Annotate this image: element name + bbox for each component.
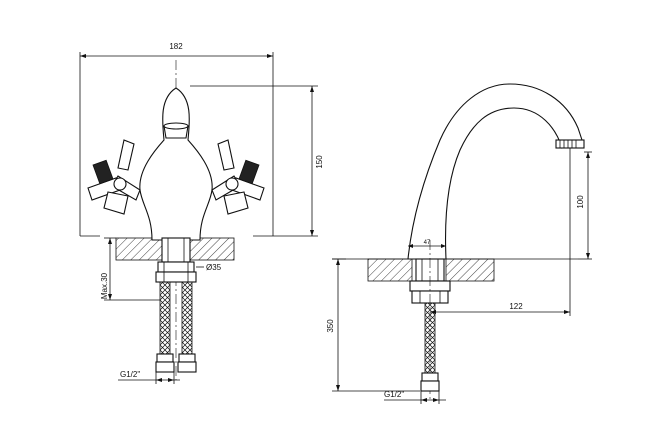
- side-counter: [332, 258, 578, 282]
- reach-dimension: 122: [430, 148, 571, 316]
- base-dimension: 47: [408, 240, 446, 248]
- spout-height-label: 100: [576, 195, 585, 209]
- front-faucet-body: [139, 87, 213, 263]
- right-cross-handle: [211, 139, 265, 215]
- spout-height-dimension: 100: [576, 151, 592, 260]
- side-thread-label: G1/2": [384, 390, 404, 399]
- front-thread-label: G1/2": [120, 370, 140, 379]
- width-dimension: 182: [79, 42, 274, 60]
- height-dimension: 150: [190, 85, 324, 237]
- side-thread-dimension: G1/2": [384, 390, 446, 404]
- reach-label: 122: [509, 302, 523, 311]
- front-thread-dimension: G1/2": [118, 370, 180, 384]
- front-supply-hoses: [155, 281, 197, 373]
- diameter-dimension: Ø35: [196, 263, 222, 272]
- side-spout: [407, 83, 585, 260]
- front-mounting-nut: [155, 261, 197, 283]
- left-cross-handle: [87, 139, 141, 215]
- max-thickness-label: Max.30: [100, 272, 109, 299]
- side-mounting-nut: [409, 240, 451, 400]
- max-thickness-dimension: Max.30: [100, 237, 160, 301]
- width-label: 182: [169, 42, 183, 51]
- base-label: 47: [424, 240, 431, 246]
- height-label: 150: [315, 155, 324, 169]
- front-view: 182 150: [79, 42, 324, 384]
- diameter-label: Ø35: [206, 263, 222, 272]
- total-height-dimension: 350: [326, 258, 420, 392]
- side-supply-hose: [420, 302, 440, 392]
- side-view: 47 100 122: [326, 83, 592, 404]
- total-height-label: 350: [326, 319, 335, 333]
